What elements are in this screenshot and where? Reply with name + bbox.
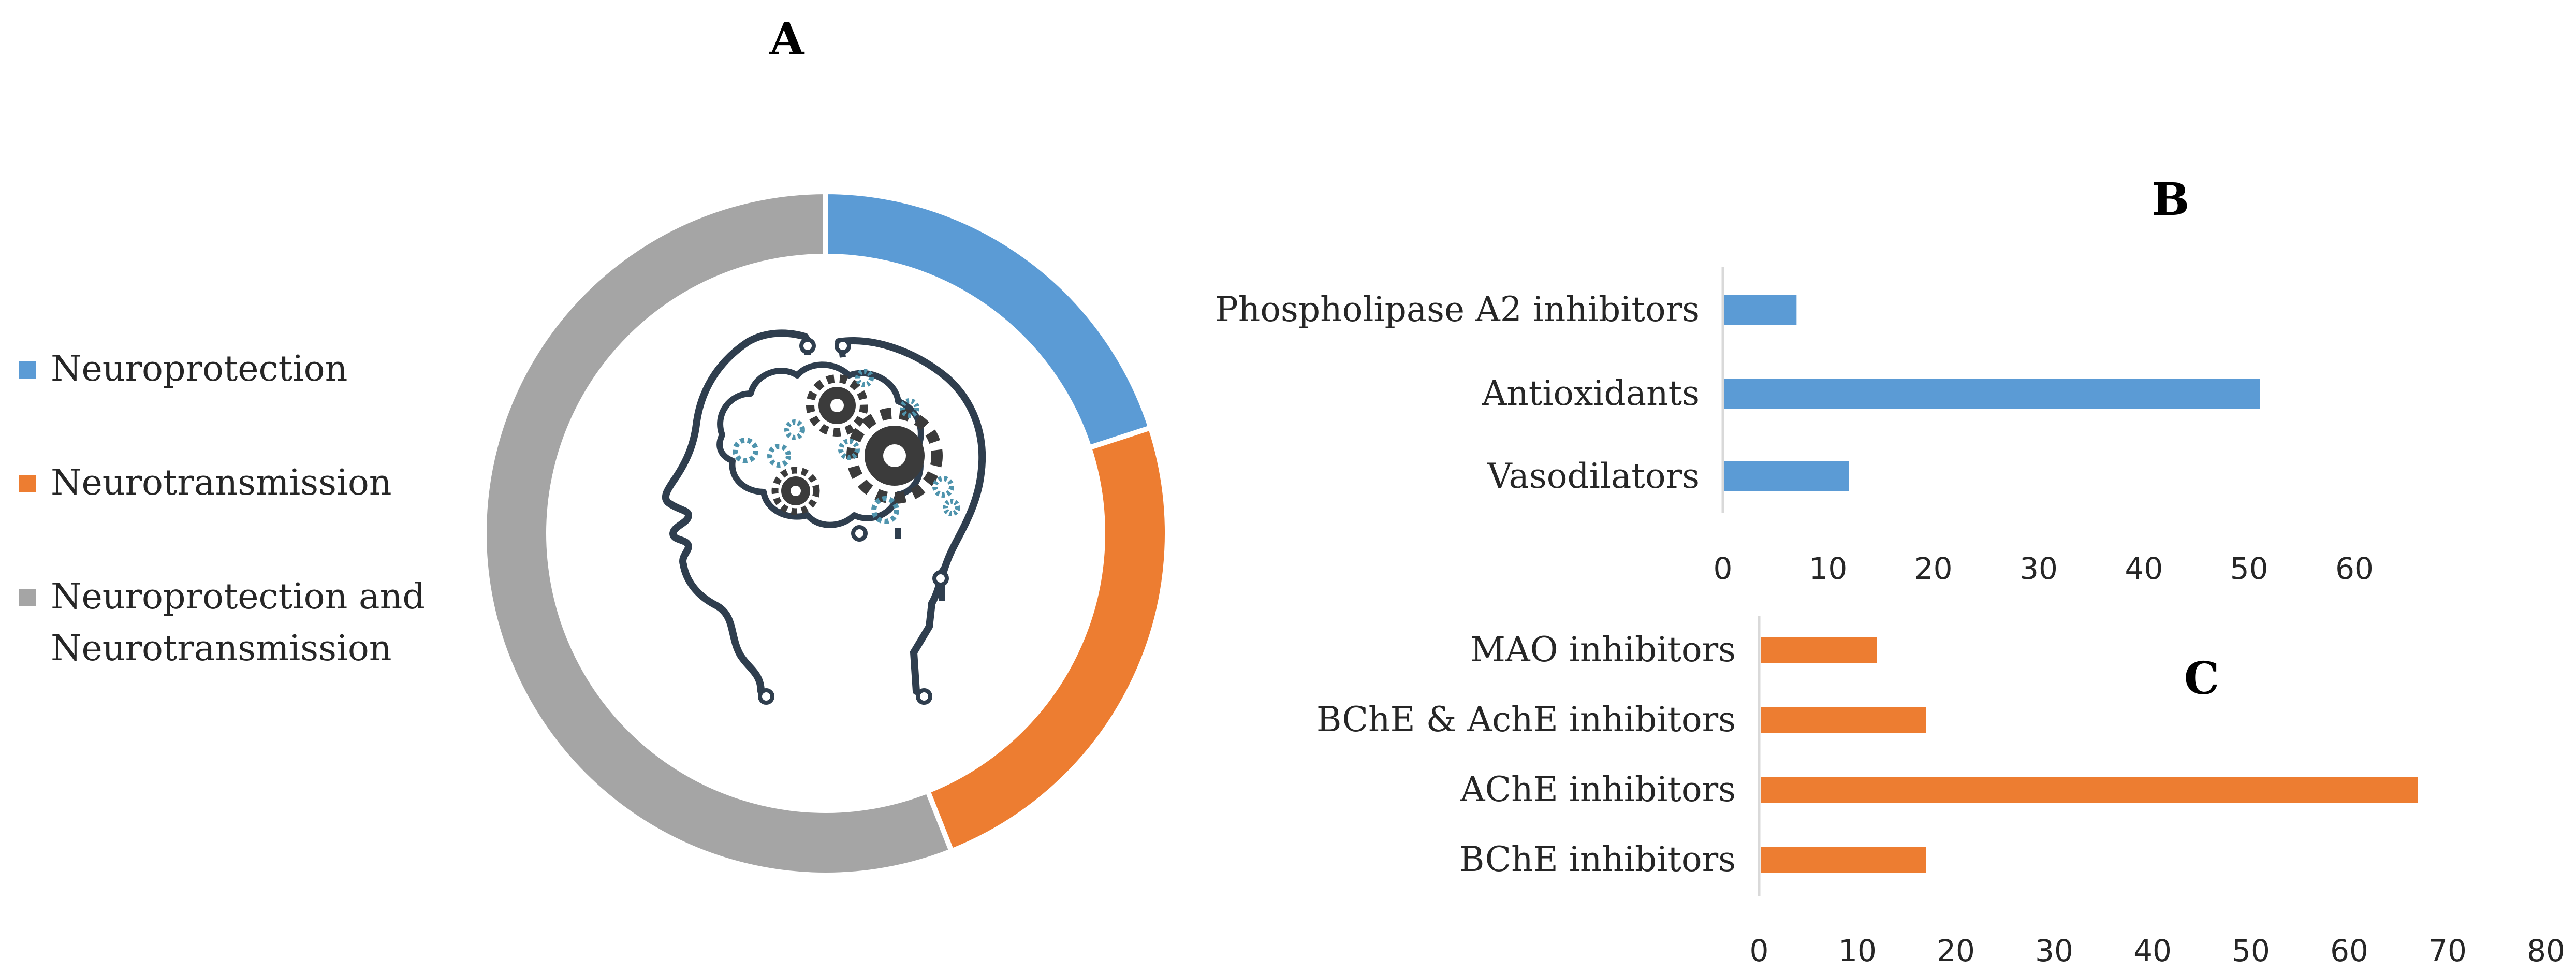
panel-b-tick-label: 10 [1809,551,1847,586]
donut-slice-neuroprotection-and-neurotransmission [481,188,955,878]
panel-b-bar [1724,379,2260,409]
panel-b-tick-label: 60 [2335,551,2374,586]
panel-b-bar [1724,461,1849,491]
panel-c-bar [1761,847,1926,873]
circuit-node [758,688,774,705]
circuit-node [916,688,932,705]
panel-c-tick-label: 50 [2232,933,2270,968]
panel-c-tick-label: 80 [2527,933,2565,968]
legend-label-neurotransmission: Neurotransmission [51,462,392,503]
legend-swatch-both [19,589,36,606]
head-outline [662,329,809,695]
legend-swatch-neurotransmission [19,475,36,492]
donut-slice-neuroprotection [823,188,1154,451]
panel-c-category-label: AChE inhibitors [1460,769,1736,809]
panel-c-bar [1761,777,2418,803]
panel-c-tick-label: 70 [2428,933,2467,968]
gear-teal-icons [733,369,960,524]
legend-label-both-line1: Neuroprotection and [51,576,425,617]
panel-b-tick-label: 20 [1914,551,1953,586]
panel-c-tick-label: 60 [2330,933,2368,968]
panel-c-bar [1761,707,1926,733]
brain-gears-icon [662,329,986,705]
donut-slice-neurotransmission [924,424,1170,855]
panel-b-letter: B [2152,173,2190,226]
panel-c-category-label: BChE & AchE inhibitors [1316,700,1736,739]
panel-c-tick-label: 10 [1838,933,1877,968]
circuit-node [835,338,851,354]
panel-c-tick-label: 30 [2035,933,2073,968]
panel-b-tick-label: 30 [2019,551,2058,586]
panel-c-category-label: BChE inhibitors [1459,839,1736,879]
panel-c-letter: C [2184,652,2219,705]
panel-b-bar [1724,295,1797,325]
circuit-node [799,338,816,354]
panel-b-tick-label: 50 [2230,551,2268,586]
legend-label-both-line2: Neurotransmission [51,628,392,669]
panel-a-letter: A [769,13,805,65]
panel-c-bar [1761,637,1877,663]
gear-medium-icon [806,374,868,437]
legend-label-neuroprotection: Neuroprotection [51,348,347,389]
bar-chart-panel-b: Phospholipase A2 inhibitorsAntioxidantsV… [1215,267,2374,586]
gear-large-icon [846,408,943,504]
panel-c-category-label: MAO inhibitors [1470,630,1736,670]
circuit-node [932,570,949,587]
panel-b-category-label: Antioxidants [1482,373,1700,413]
panel-b-category-label: Vasodilators [1487,456,1700,496]
circuit-node [851,525,868,542]
panel-b-category-label: Phospholipase A2 inhibitors [1215,289,1700,329]
panel-c-tick-label: 0 [1750,933,1769,968]
panel-c-tick-label: 20 [1937,933,1975,968]
legend-swatch-neuroprotection [19,361,36,379]
panel-b-tick-label: 0 [1714,551,1733,586]
panel-c-tick-label: 40 [2133,933,2172,968]
gear-small-icon [771,467,820,515]
panel-b-tick-label: 40 [2125,551,2163,586]
legend-panel-a: Neuroprotection Neurotransmission Neurop… [19,348,425,669]
donut-chart [481,188,1170,878]
